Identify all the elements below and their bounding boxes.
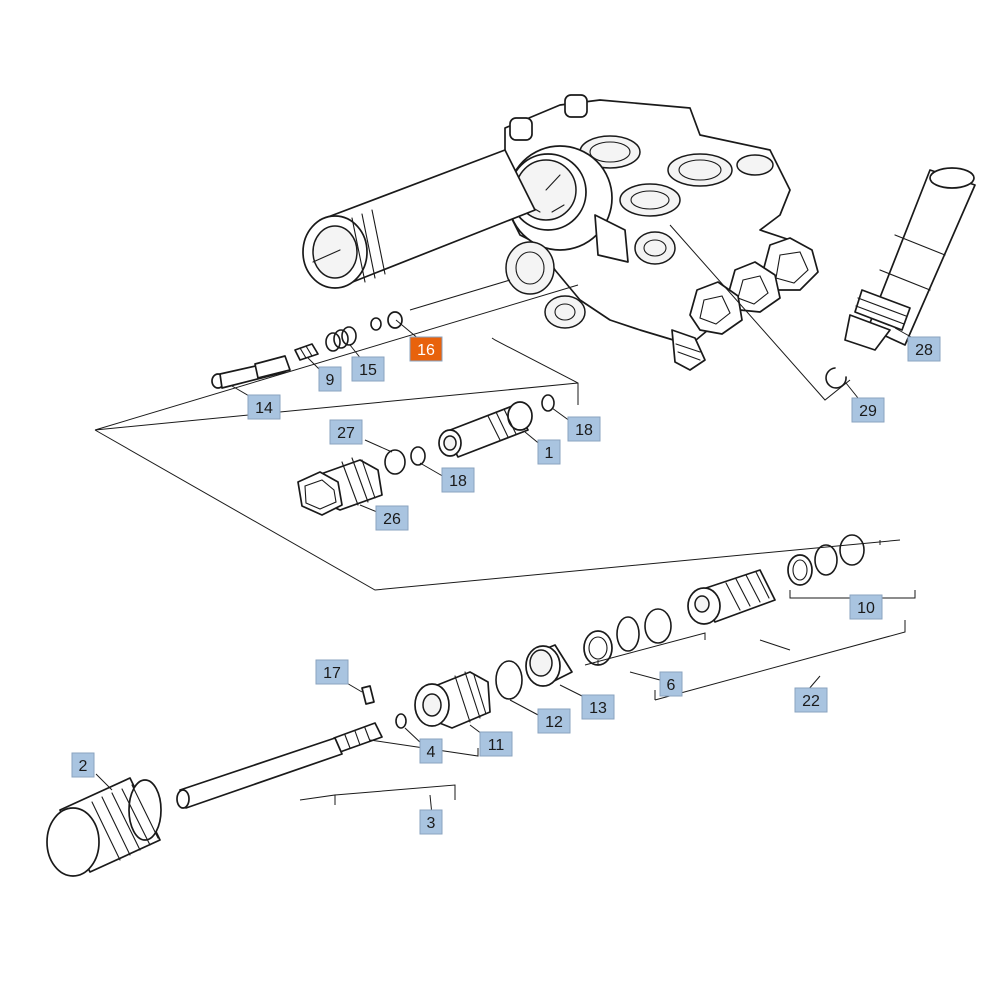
callout-29: 29 bbox=[851, 397, 885, 423]
callout-22: 22 bbox=[794, 687, 828, 713]
svg-text:12: 12 bbox=[545, 714, 563, 731]
svg-text:9: 9 bbox=[326, 372, 335, 389]
threaded-pipe bbox=[302, 149, 536, 289]
leader-lines bbox=[94, 224, 921, 816]
callout-27: 27 bbox=[329, 419, 363, 445]
callout-labels: 16 28 15 9 14 29 27 18 1 18 26 10 6 22 1… bbox=[71, 336, 941, 835]
lance-valve-parts bbox=[333, 644, 573, 753]
valve-seat-assembly bbox=[297, 394, 555, 516]
callout-6: 6 bbox=[659, 671, 683, 697]
callout-3: 3 bbox=[419, 809, 443, 835]
callout-17: 17 bbox=[315, 659, 349, 685]
piston-seal-set bbox=[583, 534, 865, 666]
svg-text:3: 3 bbox=[427, 815, 436, 832]
svg-text:16: 16 bbox=[417, 342, 435, 359]
lance-rod-part-3 bbox=[176, 737, 343, 809]
callout-18-upper: 18 bbox=[567, 416, 601, 442]
callout-1: 1 bbox=[537, 439, 561, 465]
svg-text:6: 6 bbox=[667, 677, 676, 694]
small-valve-parts bbox=[211, 311, 403, 389]
svg-text:10: 10 bbox=[857, 600, 875, 617]
circlip-part-29 bbox=[825, 367, 847, 389]
callout-26: 26 bbox=[375, 505, 409, 531]
callout-9: 9 bbox=[318, 366, 342, 392]
callout-2: 2 bbox=[71, 752, 95, 778]
callout-11: 11 bbox=[479, 731, 513, 757]
svg-text:22: 22 bbox=[802, 693, 820, 710]
callout-16: 16 bbox=[409, 336, 443, 362]
callout-4: 4 bbox=[419, 738, 443, 764]
svg-text:15: 15 bbox=[359, 362, 377, 379]
pump-manifold-head bbox=[504, 94, 819, 371]
knurled-knob-part-2 bbox=[46, 777, 162, 877]
callout-15: 15 bbox=[351, 356, 385, 382]
callout-10: 10 bbox=[849, 594, 883, 620]
svg-text:18: 18 bbox=[575, 422, 593, 439]
callout-18-lower: 18 bbox=[441, 467, 475, 493]
svg-text:28: 28 bbox=[915, 342, 933, 359]
svg-text:1: 1 bbox=[545, 445, 554, 462]
svg-text:4: 4 bbox=[427, 744, 436, 761]
callout-28: 28 bbox=[907, 336, 941, 362]
svg-text:14: 14 bbox=[255, 400, 273, 417]
unloader-valve-part-28 bbox=[844, 167, 976, 351]
svg-text:2: 2 bbox=[79, 758, 88, 775]
svg-text:26: 26 bbox=[383, 511, 401, 528]
callout-13: 13 bbox=[581, 694, 615, 720]
svg-text:29: 29 bbox=[859, 403, 877, 420]
svg-text:18: 18 bbox=[449, 473, 467, 490]
callout-14: 14 bbox=[247, 394, 281, 420]
svg-text:27: 27 bbox=[337, 425, 355, 442]
svg-text:13: 13 bbox=[589, 700, 607, 717]
svg-text:17: 17 bbox=[323, 665, 341, 682]
svg-text:11: 11 bbox=[488, 737, 505, 754]
callout-12: 12 bbox=[537, 708, 571, 734]
